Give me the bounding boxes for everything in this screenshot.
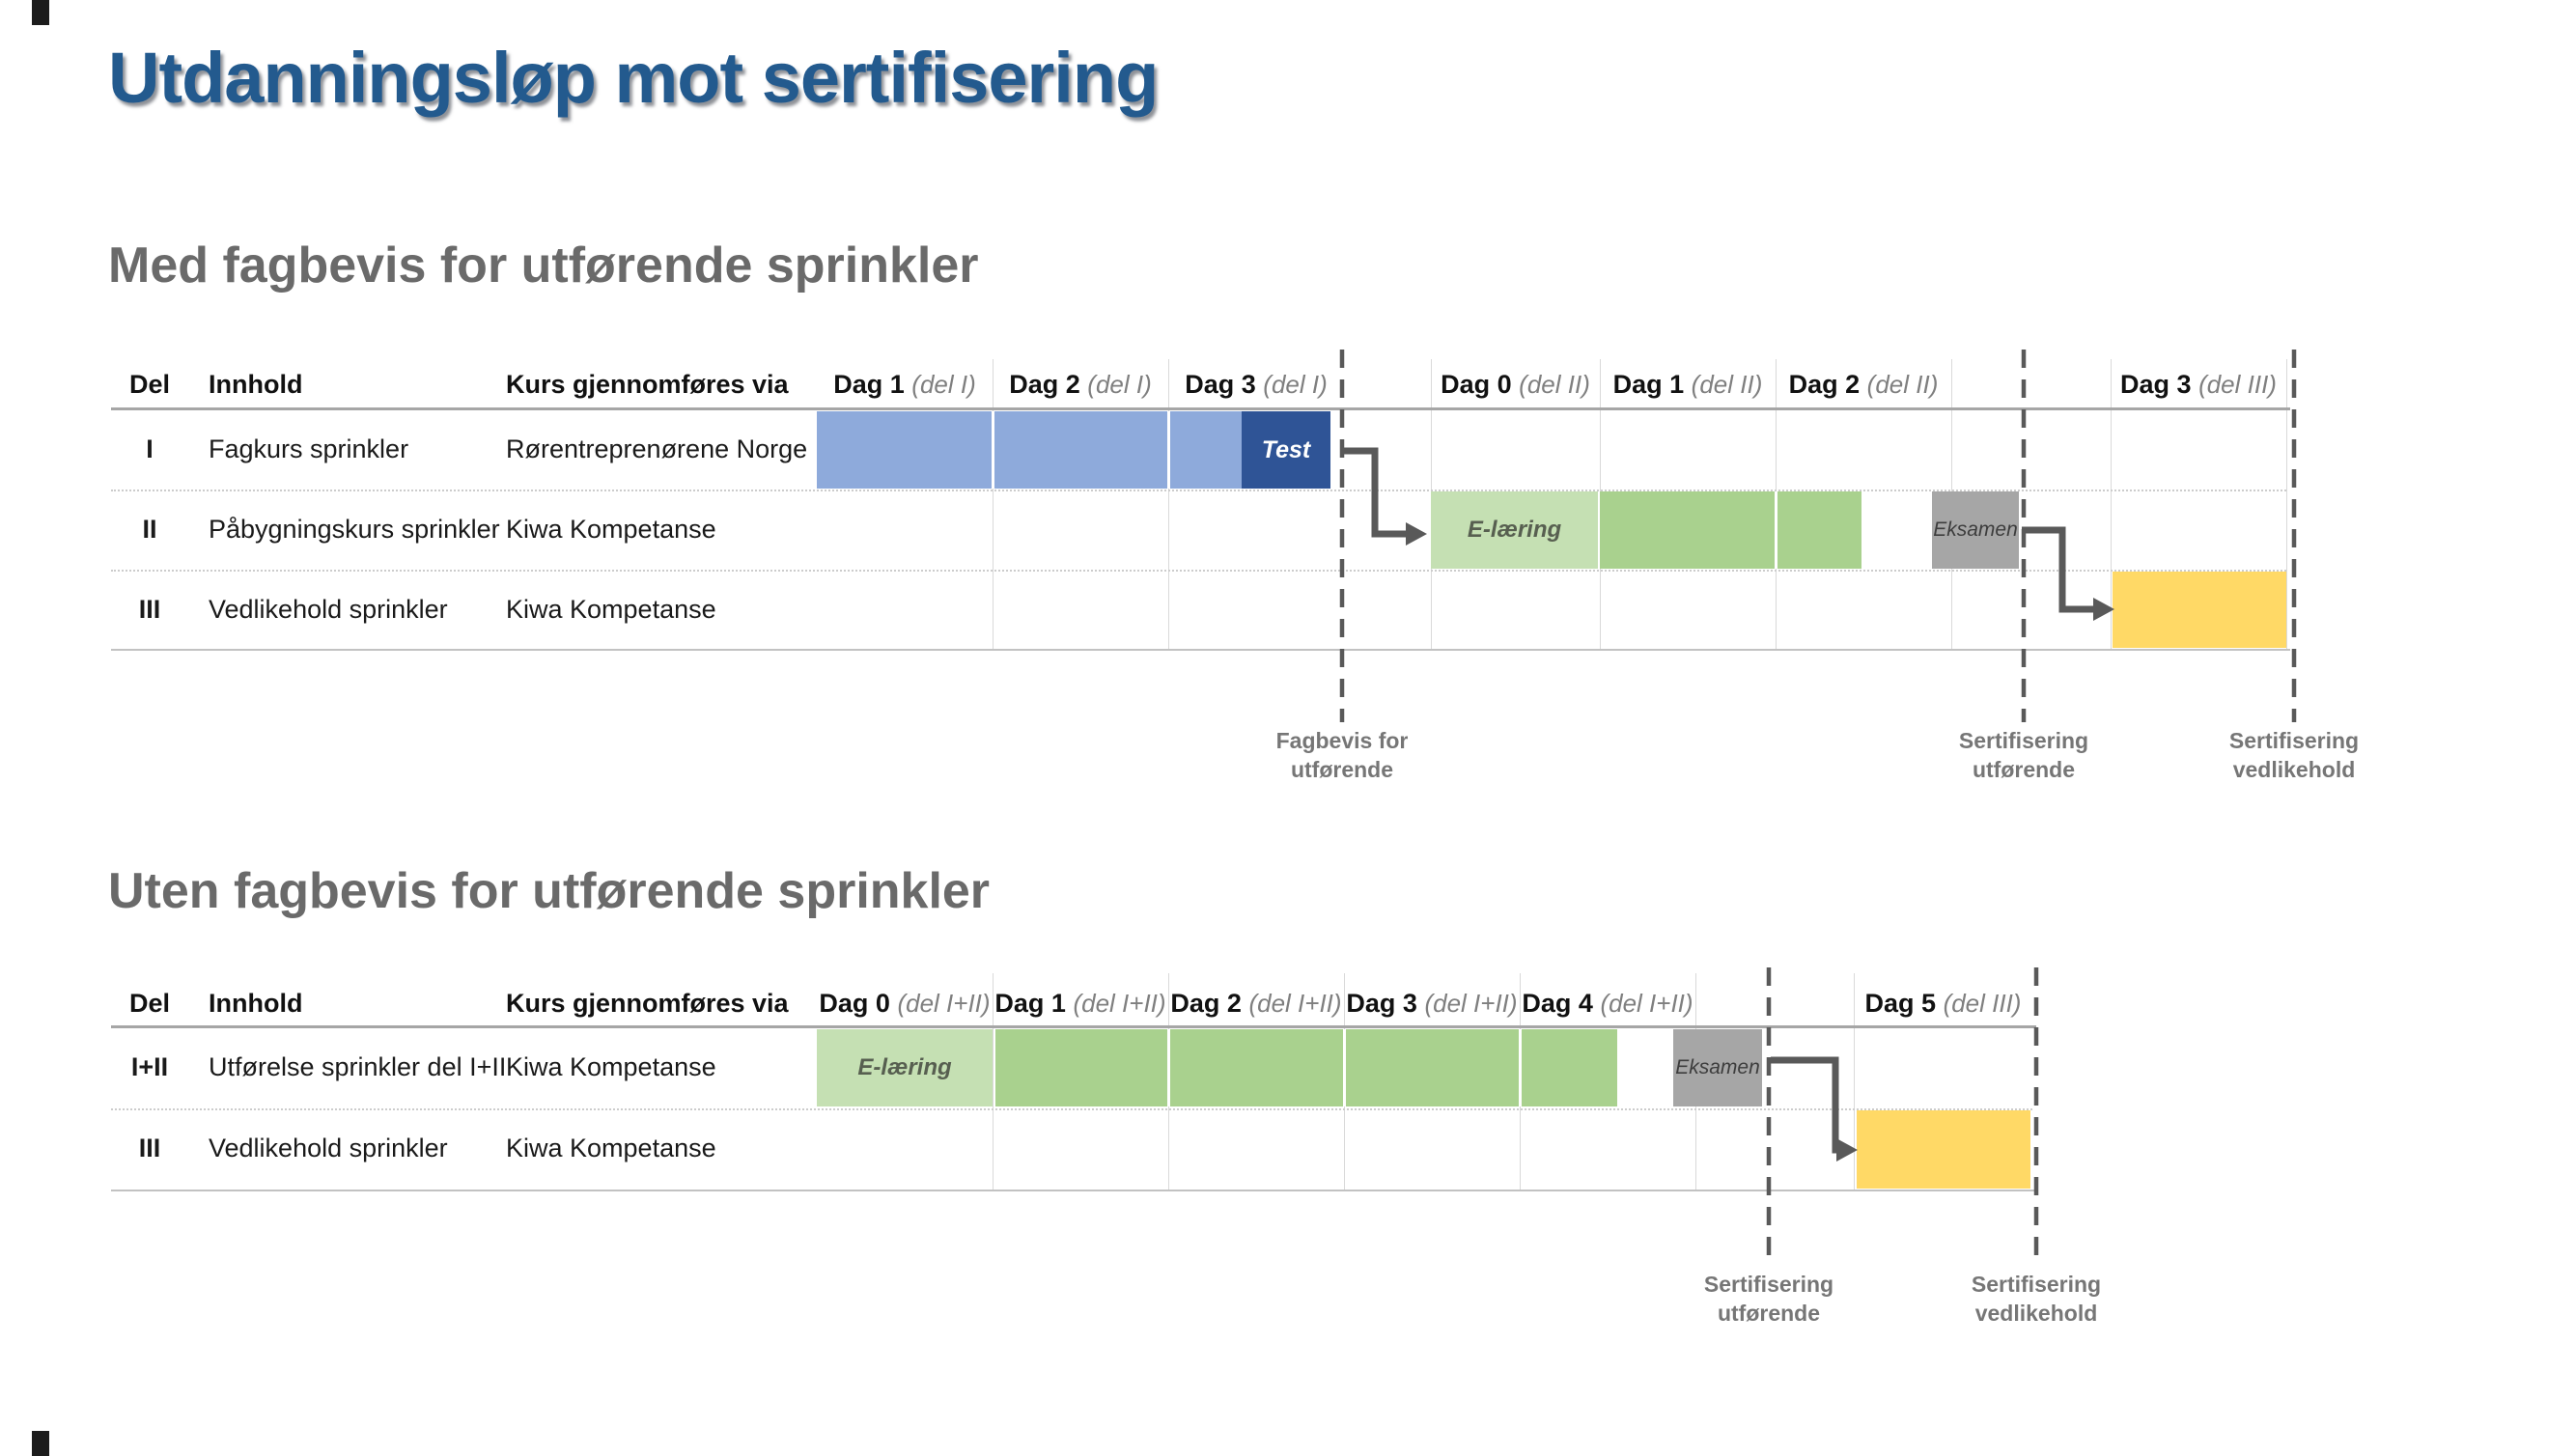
row-divider [111, 490, 2286, 491]
gantt-bar-test: Test [1242, 411, 1330, 489]
table-bottom-line [111, 649, 2290, 651]
column-header-innhold: Innhold [209, 370, 303, 399]
row-innhold: Vedlikehold sprinkler [209, 595, 448, 624]
day-header: Dag 3 (del I) [1185, 370, 1328, 399]
arrowhead-icon [1406, 522, 1427, 546]
day-header: Dag 3 (del III) [2120, 370, 2277, 399]
row-del: III [138, 1134, 161, 1162]
bar-separator [1775, 491, 1777, 569]
gantt-bar-course-del12 [995, 1029, 1617, 1106]
column-header-kurs: Kurs gjennomføres via [506, 989, 789, 1018]
grid-line [1168, 359, 1169, 650]
row-kurs: Kiwa Kompetanse [506, 595, 716, 624]
day-header: Dag 2 (del I+II) [1170, 989, 1342, 1018]
day-header: Dag 1 (del I+II) [994, 989, 1166, 1018]
page-title: Utdanningsløp mot sertifisering [108, 38, 1159, 118]
day-header: Dag 0 (del I+II) [819, 989, 991, 1018]
bar-separator [1167, 1029, 1170, 1106]
gantt-bar-elearning: E-læring [1431, 491, 1598, 569]
section2-heading: Uten fagbevis for utførende sprinkler [108, 863, 991, 919]
day-header: Dag 3 (del I+II) [1346, 989, 1518, 1018]
row-kurs: Rørentreprenørene Norge [506, 434, 808, 463]
gantt-bar-maintenance [1857, 1110, 2030, 1189]
day-header: Dag 1 (del I) [833, 370, 976, 399]
bar-separator [992, 411, 994, 489]
gantt-bar-maintenance [2113, 572, 2286, 648]
gantt-bar-exam: Eksamen [1673, 1029, 1762, 1106]
row-divider [111, 1108, 2032, 1110]
day-header: Dag 2 (del I) [1009, 370, 1152, 399]
day-header: Dag 2 (del II) [1788, 370, 1939, 399]
row-innhold: Utførelse sprinkler del I+II [209, 1052, 507, 1081]
column-header-innhold: Innhold [209, 989, 303, 1018]
header-underline [111, 407, 2290, 410]
column-header-del: Del [128, 370, 171, 399]
grid-line [2286, 359, 2287, 650]
day-header: Dag 4 (del I+II) [1522, 989, 1693, 1018]
grid-line [993, 359, 994, 650]
grid-line [2111, 359, 2112, 650]
bar-separator [1343, 1029, 1346, 1106]
column-header-del: Del [128, 989, 171, 1018]
day-header: Dag 1 (del II) [1612, 370, 1763, 399]
row-del: III [138, 595, 161, 624]
header-underline [111, 1025, 2036, 1028]
connector-arrow [1344, 447, 1406, 538]
screen-edge-artifact [32, 1431, 49, 1456]
table-bottom-line [111, 1190, 2036, 1191]
screen-edge-artifact [32, 0, 49, 25]
row-del: I [146, 434, 154, 463]
row-innhold: Påbygningskurs sprinkler [209, 515, 500, 544]
row-del: II [142, 515, 157, 544]
grid-line [1854, 973, 1855, 1190]
row-kurs: Kiwa Kompetanse [506, 1052, 716, 1081]
row-innhold: Vedlikehold sprinkler [209, 1134, 448, 1162]
row-innhold: Fagkurs sprinkler [209, 434, 409, 463]
row-divider [111, 570, 2286, 572]
column-header-kurs: Kurs gjennomføres via [506, 370, 789, 399]
gantt-bar-exam: Eksamen [1932, 491, 2019, 569]
day-header: Dag 5 (del III) [1864, 989, 2022, 1018]
day-header: Dag 0 (del II) [1441, 370, 1590, 399]
gantt-bar-course-del2 [1600, 491, 1861, 569]
grid-line [993, 973, 994, 1190]
row-del: I+II [130, 1052, 169, 1081]
gantt-bar-elearning: E-læring [817, 1029, 993, 1106]
row-kurs: Kiwa Kompetanse [506, 1134, 716, 1162]
bar-separator [1519, 1029, 1522, 1106]
row-kurs: Kiwa Kompetanse [506, 515, 716, 544]
connector-arrow [1771, 1056, 1839, 1154]
gantt-bar-course-del1 [817, 411, 1242, 489]
section1-heading: Med fagbevis for utførende sprinkler [108, 238, 979, 294]
bar-separator [1167, 411, 1170, 489]
